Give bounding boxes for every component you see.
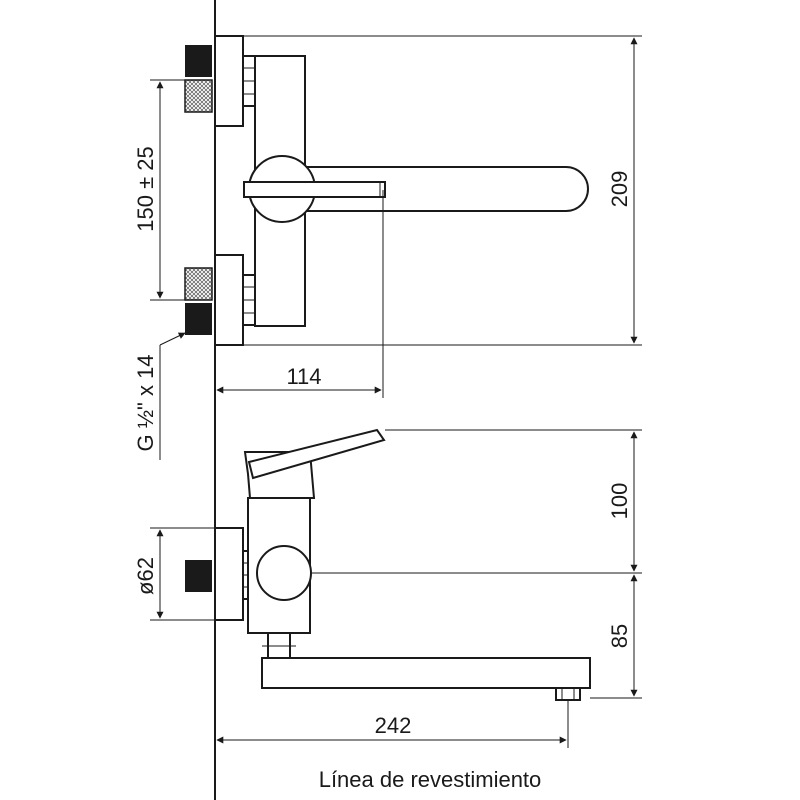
dim-label-thread: G ½" x 14	[133, 354, 158, 451]
lower-inlet-nut	[185, 303, 212, 335]
spout-top	[281, 166, 589, 212]
lower-inlet-filter	[184, 267, 213, 301]
side-inlet-nut	[185, 560, 212, 592]
lower-escutcheon	[214, 254, 244, 346]
side-dimensions	[150, 429, 642, 748]
upper-inlet-nut	[185, 45, 212, 77]
mixer-cartridge-circle	[256, 545, 312, 601]
side-view	[185, 428, 591, 701]
lever-handle-side	[247, 428, 386, 480]
upper-inlet-filter	[184, 79, 213, 113]
dim-label-242: 242	[375, 713, 412, 738]
upper-escutcheon	[214, 35, 244, 127]
dim-label-85: 85	[607, 624, 632, 648]
dim-label-100: 100	[607, 483, 632, 520]
top-view	[184, 35, 589, 346]
dim-label-inlet-spacing: 150 ± 25	[133, 146, 158, 231]
top-dimensions	[150, 35, 642, 460]
spout-side	[261, 657, 591, 689]
dim-label-209: 209	[607, 171, 632, 208]
dim-label-diameter: ø62	[133, 557, 158, 595]
dim-label-114: 114	[286, 364, 321, 389]
wall-line-caption: Línea de revestimiento	[319, 767, 542, 792]
lever-handle-top	[243, 181, 386, 198]
aerator	[555, 687, 581, 701]
side-escutcheon	[214, 527, 244, 621]
